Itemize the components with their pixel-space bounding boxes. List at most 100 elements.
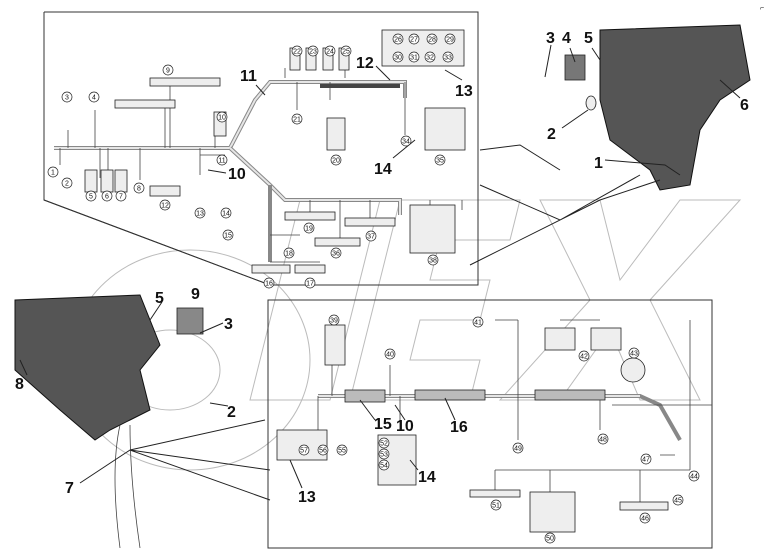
callout-2: 2	[547, 126, 556, 143]
connector-number-circle	[672, 494, 684, 506]
connector-number-circle	[444, 33, 456, 45]
connector-number-circle	[220, 207, 232, 219]
connector-number-circle	[392, 51, 404, 63]
connector-number-circle	[330, 154, 342, 166]
connector-number-7: 7	[119, 194, 123, 201]
connector-number-circle	[544, 532, 556, 544]
connector-number-46: 46	[641, 516, 649, 523]
connector-number-43: 43	[630, 351, 638, 358]
connector-number-circle	[340, 45, 352, 57]
callout-5: 5	[584, 30, 593, 47]
connector-number-circle	[133, 182, 145, 194]
connector-number-circle	[597, 433, 609, 445]
connector-number-circle	[162, 64, 174, 76]
connector-number-circle	[490, 499, 502, 511]
callout-8: 8	[15, 376, 24, 393]
connector-number-circle	[88, 91, 100, 103]
connector-number-1: 1	[51, 170, 55, 177]
connector-number-32: 32	[426, 55, 434, 62]
connector-number-circle	[115, 190, 127, 202]
heater-assembly-top-right	[564, 24, 751, 191]
connector-number-circle	[222, 229, 234, 241]
connector-number-29: 29	[446, 37, 454, 44]
callouts-top-right: 1 2 3 4 5 6	[546, 30, 749, 172]
connector-number-24: 24	[326, 49, 334, 56]
connector-number-circle	[578, 350, 590, 362]
connector-number-circle	[628, 347, 640, 359]
top-harness	[54, 68, 463, 263]
connector-number-48: 48	[599, 437, 607, 444]
connector-number-9: 9	[166, 68, 170, 75]
connector-number-41: 41	[474, 320, 482, 327]
connector-number-39: 39	[330, 318, 338, 325]
connector-number-22: 22	[293, 49, 301, 56]
connector-number-10: 10	[218, 115, 226, 122]
connector-number-circle	[291, 113, 303, 125]
connector-number-circle	[216, 154, 228, 166]
callout-12: 12	[356, 55, 374, 72]
connector-number-circle	[303, 222, 315, 234]
connector-number-circle	[317, 444, 329, 456]
connector-number-circle	[336, 444, 348, 456]
callouts-left: 2 3 5 7 8 9	[15, 286, 236, 497]
connector-number-23: 23	[309, 49, 317, 56]
connector-number-26: 26	[394, 37, 402, 44]
connector-number-28: 28	[428, 37, 436, 44]
connector-number-18: 18	[285, 251, 293, 258]
connector-number-circle	[304, 277, 316, 289]
callout-1: 1	[594, 155, 603, 172]
callout-5: 5	[155, 290, 164, 307]
callout-7: 7	[65, 480, 74, 497]
connector-number-circle	[408, 33, 420, 45]
connector-number-circle	[442, 51, 454, 63]
connector-number-circle	[424, 51, 436, 63]
connector-number-circle	[392, 33, 404, 45]
connector-number-36: 36	[332, 251, 340, 258]
callout-11: 11	[240, 68, 257, 85]
connector-number-15: 15	[224, 233, 232, 240]
connector-number-51: 51	[492, 503, 500, 510]
connector-number-circle	[472, 316, 484, 328]
connector-number-circle	[283, 247, 295, 259]
connector-number-54: 54	[380, 463, 388, 470]
connector-number-21: 21	[293, 117, 301, 124]
connector-number-20: 20	[332, 158, 340, 165]
connector-number-52: 52	[380, 441, 388, 448]
connector-number-50: 50	[546, 536, 554, 543]
connector-number-circle	[324, 45, 336, 57]
connector-number-45: 45	[674, 498, 682, 505]
connector-number-circle	[298, 444, 310, 456]
connector-number-57: 57	[300, 448, 308, 455]
connector-number-circle	[378, 437, 390, 449]
connector-number-37: 37	[367, 234, 375, 241]
callout-3: 3	[224, 316, 233, 333]
connector-number-4: 4	[92, 95, 96, 102]
connector-number-6: 6	[105, 194, 109, 201]
connector-number-circle	[263, 277, 275, 289]
callout-13: 13	[455, 83, 473, 100]
connector-number-49: 49	[514, 446, 522, 453]
connector-number-27: 27	[410, 37, 418, 44]
connector-number-circle	[378, 448, 390, 460]
callout-10: 10	[396, 418, 414, 435]
connector-number-circle	[85, 190, 97, 202]
connector-number-circle	[328, 314, 340, 326]
connector-number-circle	[61, 91, 73, 103]
callout-2: 2	[227, 404, 236, 421]
leader-lines	[19, 44, 741, 501]
connector-number-13: 13	[196, 211, 204, 218]
callout-14: 14	[374, 161, 392, 178]
corner-mark: ⌐	[760, 5, 764, 12]
connector-number-34: 34	[402, 139, 410, 146]
connector-number-circle	[408, 51, 420, 63]
callout-13: 13	[298, 489, 316, 506]
connector-number-5: 5	[89, 194, 93, 201]
connector-number-8: 8	[137, 186, 141, 193]
callout-3: 3	[546, 30, 555, 47]
connector-number-14: 14	[222, 211, 230, 218]
connector-number-47: 47	[642, 457, 650, 464]
connector-number-circle	[291, 45, 303, 57]
